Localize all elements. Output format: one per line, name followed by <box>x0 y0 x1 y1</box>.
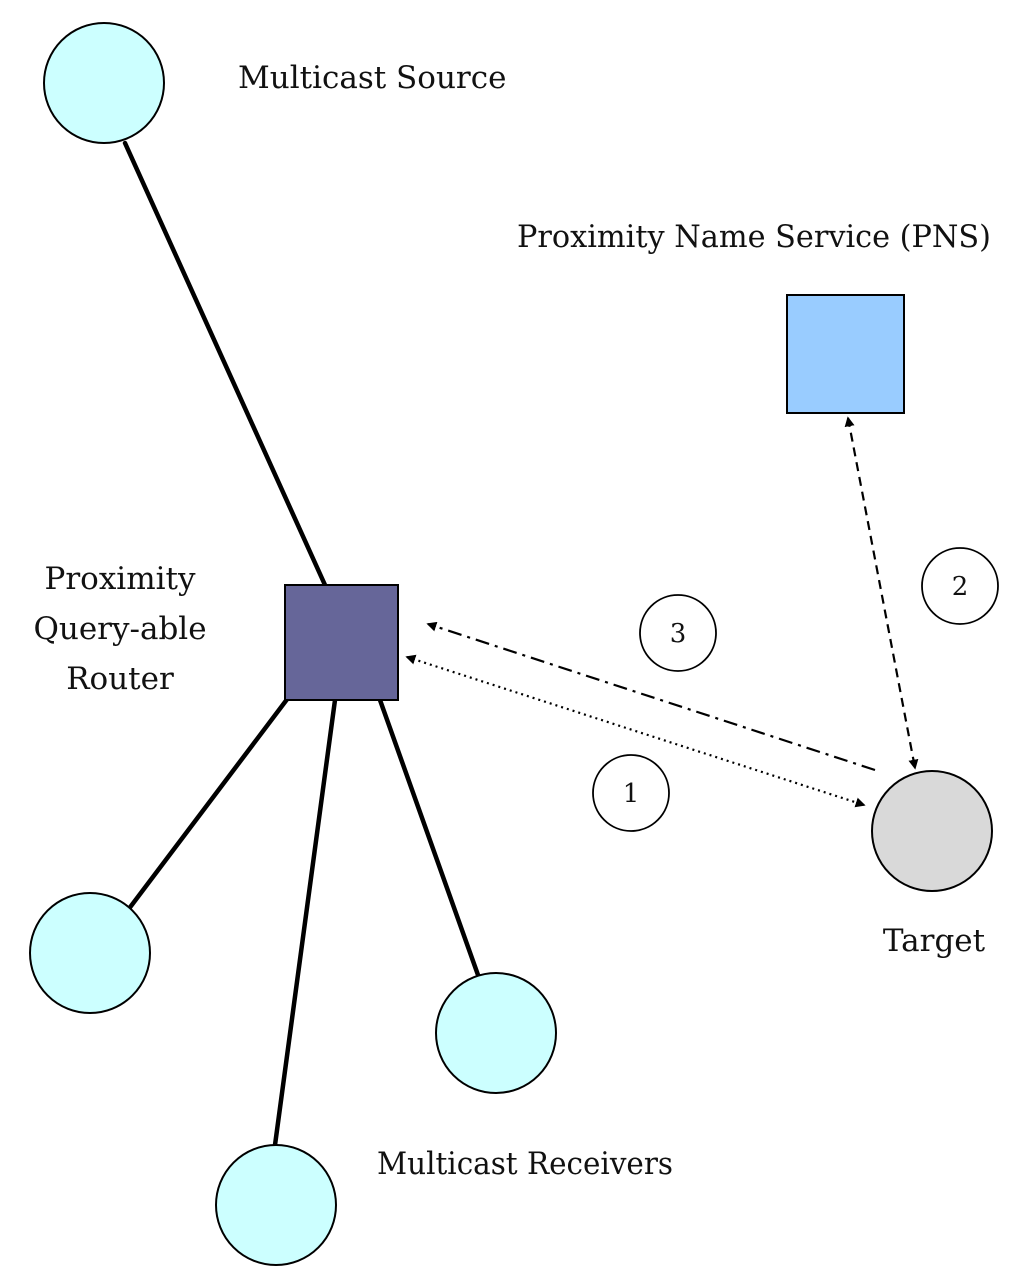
multicast-receiver-right-node <box>435 972 557 1094</box>
step-2-circle <box>921 547 999 625</box>
router-label-line-2: Query-able <box>33 611 206 647</box>
target-node <box>871 770 993 892</box>
pns-server-node <box>786 294 905 414</box>
arrow-step-3 <box>426 621 876 772</box>
edge-router-receiver-right <box>377 697 481 978</box>
step-2-label: 2 <box>952 572 969 602</box>
edge-router-receiver-left <box>125 695 291 913</box>
router-label-line-3: Router <box>66 661 174 697</box>
target-label: Target <box>883 923 986 959</box>
step-1-circle <box>592 754 670 832</box>
edge-source-router <box>122 140 328 588</box>
multicast-receiver-bottom-node <box>215 1144 337 1266</box>
step-1-label: 1 <box>623 779 640 809</box>
router-node <box>284 584 399 701</box>
pns-label: Proximity Name Service (PNS) <box>517 219 991 255</box>
multicast-receivers-label: Multicast Receivers <box>377 1146 673 1182</box>
arrow-step-1 <box>405 654 866 808</box>
router-label-line-1: Proximity <box>44 561 196 597</box>
step-3-circle <box>639 594 717 672</box>
edge-router-receiver-bottom <box>272 697 338 1148</box>
step-3-label: 3 <box>670 619 687 649</box>
arrow-step-2 <box>844 416 919 770</box>
multicast-source-node <box>43 22 165 144</box>
multicast-source-label: Multicast Source <box>238 60 506 96</box>
multicast-receiver-left-node <box>29 892 151 1014</box>
